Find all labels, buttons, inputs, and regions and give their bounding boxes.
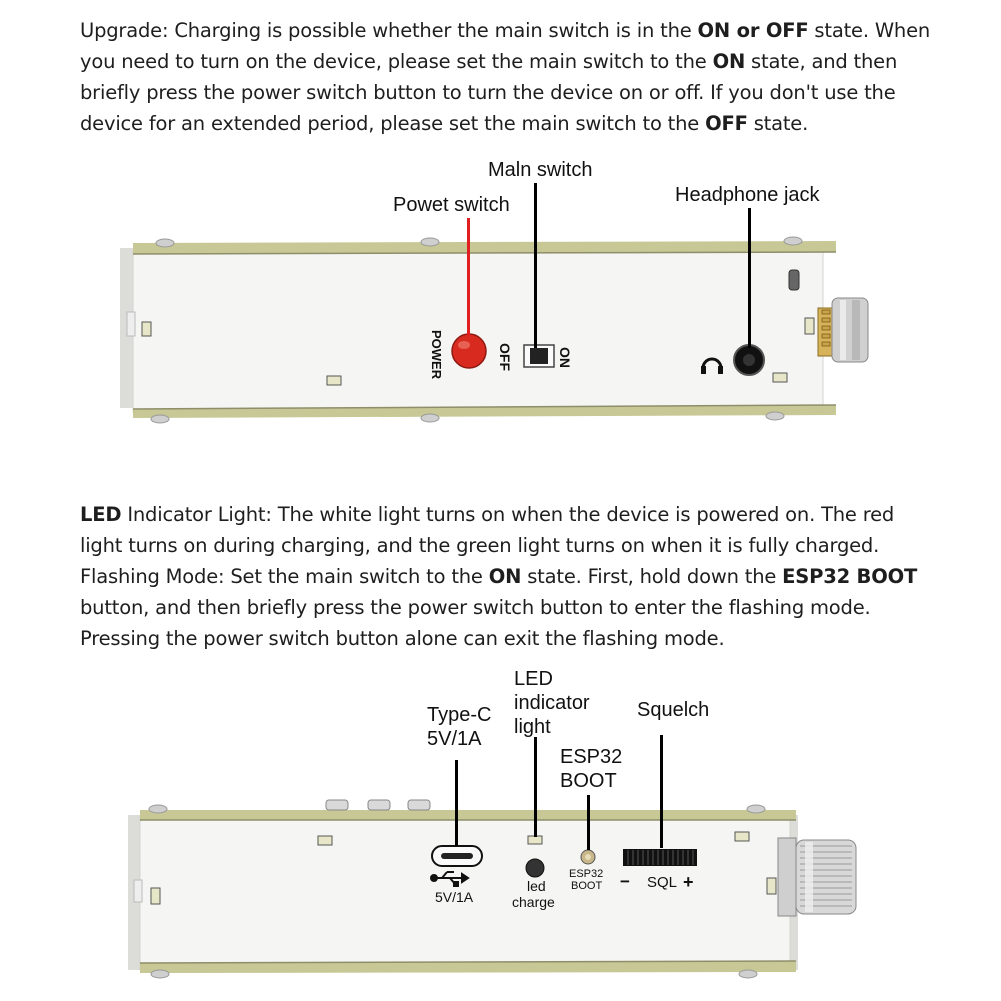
led-paragraph: LED Indicator Light: The white light tur… xyxy=(80,499,960,654)
silk-off: OFF xyxy=(497,343,513,371)
callout-type-c: Type-C 5V/1A xyxy=(427,704,492,750)
silk-charge: charge xyxy=(512,894,555,910)
leader-main-switch xyxy=(534,183,537,348)
leader-type-c xyxy=(455,760,458,846)
callout-main-switch: Maln switch xyxy=(488,159,593,181)
leader-power-switch xyxy=(467,218,470,336)
callout-led-indicator: LED indicator light xyxy=(514,668,590,738)
upgrade-paragraph: Upgrade: Charging is possible whether th… xyxy=(80,15,960,139)
upgrade-line-3: briefly press the power switch button to… xyxy=(80,81,896,104)
callout-headphone-jack: Headphone jack xyxy=(675,184,820,206)
silk-boot: BOOT xyxy=(571,880,602,892)
silk-sql: SQL xyxy=(647,874,677,891)
headphone-icon xyxy=(701,357,723,369)
silk-usb-rating: 5V/1A xyxy=(435,889,474,905)
led-line-1: LED Indicator Light: The white light tur… xyxy=(80,503,895,526)
callout-squelch: Squelch xyxy=(637,699,710,721)
silk-power: POWER xyxy=(429,330,444,380)
upgrade-line-2: you need to turn on the device, please s… xyxy=(80,50,898,73)
usb-icon xyxy=(430,871,470,887)
callout-power-switch: Powet switch xyxy=(393,194,510,216)
top-pcb-edge-upper xyxy=(133,241,836,254)
antenna-connector-top xyxy=(817,297,869,363)
silk-esp32: ESP32 xyxy=(569,868,603,880)
callout-esp32-boot: ESP32 BOOT xyxy=(560,746,623,792)
led-line-4: button, and then briefly press the power… xyxy=(80,596,871,619)
silk-led: led xyxy=(527,878,546,894)
bottom-pcb-edge-lower xyxy=(140,961,796,973)
leader-headphone-jack xyxy=(748,208,751,348)
upgrade-line-1: Upgrade: Charging is possible whether th… xyxy=(80,19,931,42)
silk-on: ON xyxy=(557,347,573,368)
leader-led-indicator xyxy=(534,737,537,837)
led-line-2: light turns on during charging, and the … xyxy=(80,534,880,557)
leader-squelch xyxy=(660,735,663,848)
led-line-5: Pressing the power switch button alone c… xyxy=(80,627,725,650)
led-indicator-shape xyxy=(525,858,545,878)
antenna-connector-bottom xyxy=(777,837,857,917)
silk-plus: + xyxy=(683,872,694,892)
squelch-wheel-shape xyxy=(623,849,697,866)
led-line-3: Flashing Mode: Set the main switch to th… xyxy=(80,565,918,588)
silk-minus: − xyxy=(620,872,630,891)
bottom-pcb-edge-upper xyxy=(140,810,796,820)
upgrade-line-4: device for an extended period, please se… xyxy=(80,112,809,135)
leader-esp32-boot xyxy=(587,795,590,850)
